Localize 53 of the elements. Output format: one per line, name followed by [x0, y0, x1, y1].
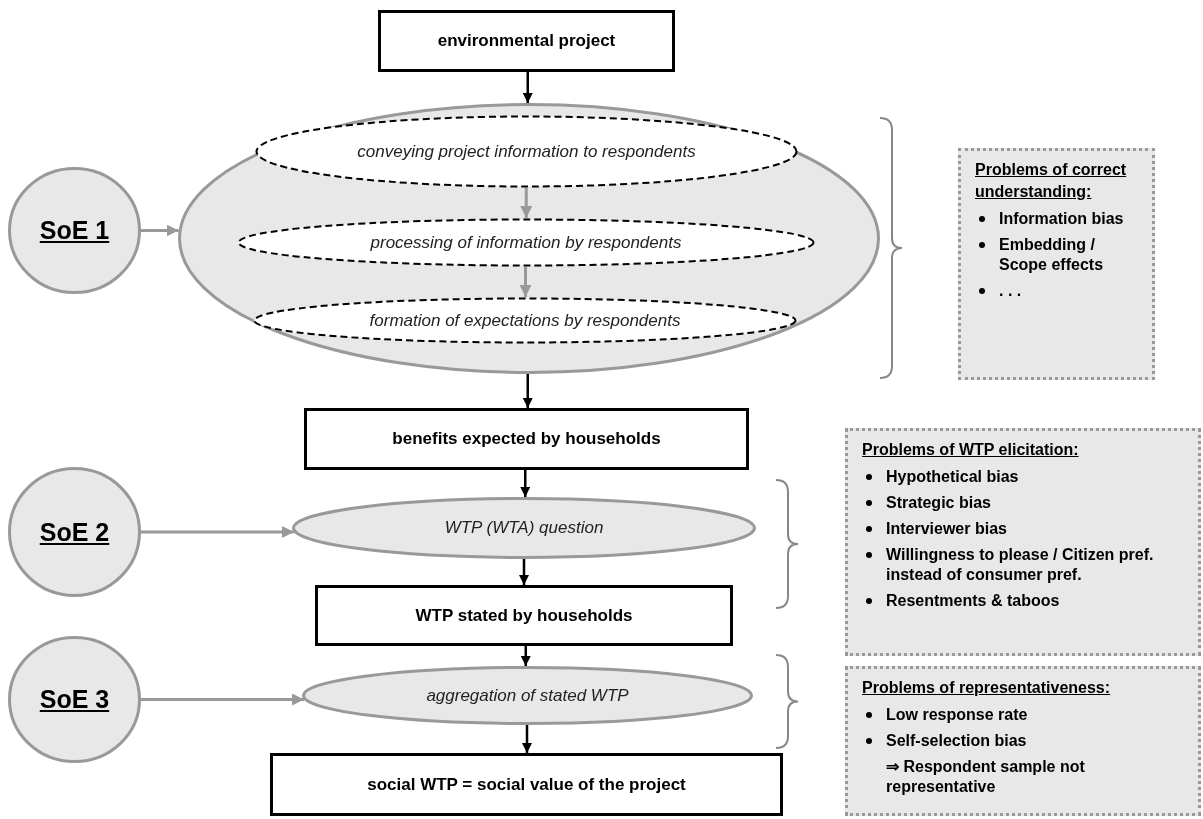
stage-label: SoE 2: [39, 517, 110, 547]
arrow: [520, 646, 531, 666]
node-label: WTP stated by households: [415, 605, 633, 626]
node-label: WTP (WTA) question: [443, 518, 605, 538]
node-label: benefits expected by households: [392, 429, 661, 449]
problems-panel: [845, 666, 1201, 816]
process-ellipse: [178, 103, 880, 374]
arrow: [522, 374, 533, 408]
stage-label: SoE 1: [39, 216, 110, 245]
panel-heading: Problems of WTP elicitation:: [862, 440, 1080, 460]
arrow: [522, 725, 532, 753]
node-label: conveying project information to respondents: [356, 141, 697, 162]
step-ellipse: [253, 297, 797, 344]
process-box: [270, 753, 783, 816]
arrow: [522, 72, 533, 103]
stage-circle: [8, 167, 141, 294]
arrow: [519, 559, 529, 585]
arrow: [141, 224, 179, 237]
process-box: [304, 408, 749, 470]
list-item: Embedding / Scope effects: [999, 235, 1105, 275]
list-item: Information bias: [999, 209, 1124, 229]
step-ellipse: [237, 218, 815, 267]
list-item: Low response rate: [886, 705, 1028, 725]
process-ellipse: [292, 497, 756, 559]
list-item: Resentments & taboos: [886, 591, 1060, 611]
arrow: [520, 188, 533, 218]
node-label: formation of expectations by respondents: [368, 310, 682, 331]
panel-heading: Problems of representativeness:: [862, 678, 1112, 698]
process-ellipse: [302, 666, 753, 725]
problems-panel: [845, 428, 1201, 656]
process-box: [315, 585, 733, 646]
node-label: environmental project: [437, 31, 616, 51]
problems-panel: [958, 148, 1155, 380]
process-box: [378, 10, 675, 72]
node-label: social WTP = social value of the project: [367, 774, 686, 795]
arrow: [141, 526, 294, 538]
list-item: . . .: [999, 281, 1022, 301]
stage-circle: [8, 467, 141, 597]
arrow: [141, 693, 305, 706]
arrow: [520, 470, 531, 497]
panel-heading: Problems of correct understanding:: [975, 160, 1128, 202]
list-item: Hypothetical bias: [886, 467, 1019, 487]
step-ellipse: [255, 115, 798, 188]
node-label: aggregation of stated WTP: [425, 685, 630, 706]
list-item: Willingness to please / Citizen pref. instead of consumer pref.: [886, 545, 1155, 585]
list-item: Interviewer bias: [886, 519, 1007, 539]
stage-label: SoE 3: [39, 685, 110, 714]
node-label: processing of information by respondents: [369, 232, 683, 253]
stage-circle: [8, 636, 141, 763]
list-item: Strategic bias: [886, 493, 991, 513]
list-item: Self-selection bias: [886, 731, 1027, 751]
arrow: [519, 267, 532, 297]
list-item: ⇒ Respondent sample not representative: [886, 757, 1086, 797]
